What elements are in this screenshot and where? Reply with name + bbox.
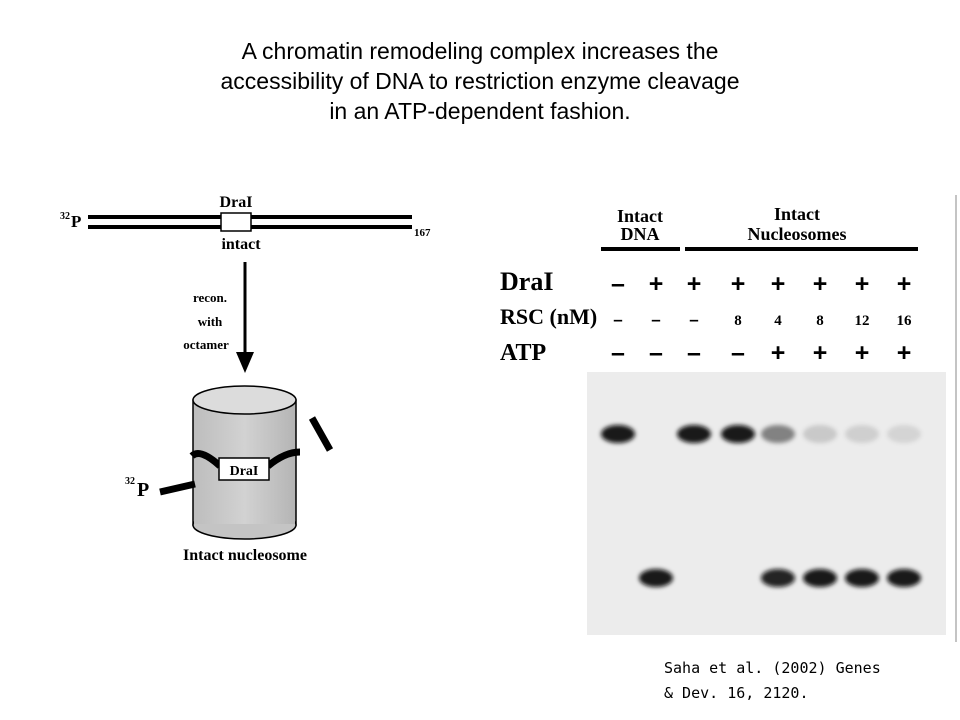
p32-label-top: P: [71, 212, 81, 231]
dral-nucleosome-label: DraI: [230, 464, 259, 479]
lane-2-dral-symbol: +: [649, 270, 664, 298]
intact-label: intact: [221, 236, 261, 253]
dral-site-box: [220, 212, 252, 232]
down-arrow: [236, 262, 254, 373]
lane-symbols: –––+––+––+8–+4++8++12++16+: [611, 270, 912, 367]
lane-7-atp-symbol: +: [855, 339, 870, 367]
lane-5-dral-symbol: +: [771, 270, 786, 298]
lane-8-top-band: [887, 425, 921, 443]
lane-3-top-band: [677, 425, 711, 443]
gel-figure: Intact DNA Intact Nucleosomes DraI RSC (…: [500, 195, 957, 642]
lane-6-top-band: [803, 425, 837, 443]
group-intact-dna-line1: Intact: [617, 206, 663, 226]
lane-5-top-band: [761, 425, 795, 443]
title-line-3: in an ATP-dependent fashion.: [329, 98, 631, 124]
lane-5-rsc-symbol: 4: [774, 313, 782, 329]
lane-3-dral-symbol: +: [687, 270, 702, 298]
arrow-label-octamer: octamer: [183, 337, 229, 352]
dral-site-label: DraI: [220, 194, 253, 211]
p32-label-bottom: P: [137, 479, 149, 501]
lane-1-dral-symbol: –: [611, 270, 625, 298]
arrow-label-with: with: [198, 314, 223, 329]
lane-1-rsc-symbol: –: [613, 310, 622, 329]
title-line-2: accessibility of DNA to restriction enzy…: [220, 68, 740, 94]
nucleosome-cylinder: [159, 385, 334, 540]
arrow-label-recon: recon.: [193, 290, 227, 305]
citation-line-2: & Dev. 16, 2120.: [664, 684, 809, 702]
p32-superscript-bottom: 32: [125, 476, 135, 487]
group-nucleosomes-line1: Intact: [774, 204, 820, 224]
lane-8-bottom-band: [887, 569, 921, 587]
lane-2-bottom-band: [639, 569, 673, 587]
dral-box-nucleosome: [218, 457, 270, 481]
lane-6-dral-symbol: +: [813, 270, 828, 298]
row-label-atp: ATP: [500, 340, 546, 366]
dna-duplex: [88, 212, 412, 232]
slide-title: A chromatin remodeling complex increases…: [0, 36, 960, 126]
lane-2-atp-symbol: –: [649, 339, 663, 367]
gel-bands: [601, 425, 921, 587]
lane-2-rsc-symbol: –: [651, 310, 660, 329]
row-label-rsc: RSC (nM): [500, 304, 597, 329]
nucleosome-caption: Intact nucleosome: [183, 547, 307, 564]
title-line-1: A chromatin remodeling complex increases…: [241, 38, 719, 64]
gel-image: [587, 372, 946, 635]
lane-4-rsc-symbol: 8: [734, 313, 742, 329]
lane-8-atp-symbol: +: [897, 339, 912, 367]
lane-7-bottom-band: [845, 569, 879, 587]
lane-6-bottom-band: [803, 569, 837, 587]
lane-3-atp-symbol: –: [687, 339, 701, 367]
lane-7-dral-symbol: +: [855, 270, 870, 298]
schematic: 32 P DraI intact 167 recon. with octamer: [60, 194, 431, 564]
lane-6-rsc-symbol: 8: [816, 313, 824, 329]
end-167-label: 167: [414, 227, 431, 239]
lane-3-rsc-symbol: –: [689, 310, 698, 329]
lane-4-dral-symbol: +: [731, 270, 746, 298]
lane-8-dral-symbol: +: [897, 270, 912, 298]
lane-7-top-band: [845, 425, 879, 443]
citation-line-1: Saha et al. (2002) Genes: [664, 659, 881, 677]
lane-4-top-band: [721, 425, 755, 443]
lane-5-atp-symbol: +: [771, 339, 786, 367]
lane-7-rsc-symbol: 12: [855, 313, 870, 329]
p32-superscript-top: 32: [60, 211, 70, 222]
lane-1-atp-symbol: –: [611, 339, 625, 367]
lane-4-atp-symbol: –: [731, 339, 745, 367]
row-label-dral: DraI: [500, 267, 553, 296]
group-intact-dna-line2: DNA: [621, 224, 660, 244]
lane-5-bottom-band: [761, 569, 795, 587]
group-nucleosomes-line2: Nucleosomes: [748, 224, 847, 244]
lane-8-rsc-symbol: 16: [897, 313, 913, 329]
citation: Saha et al. (2002) Genes & Dev. 16, 2120…: [664, 656, 934, 706]
lane-6-atp-symbol: +: [813, 339, 828, 367]
lane-1-top-band: [601, 425, 635, 443]
